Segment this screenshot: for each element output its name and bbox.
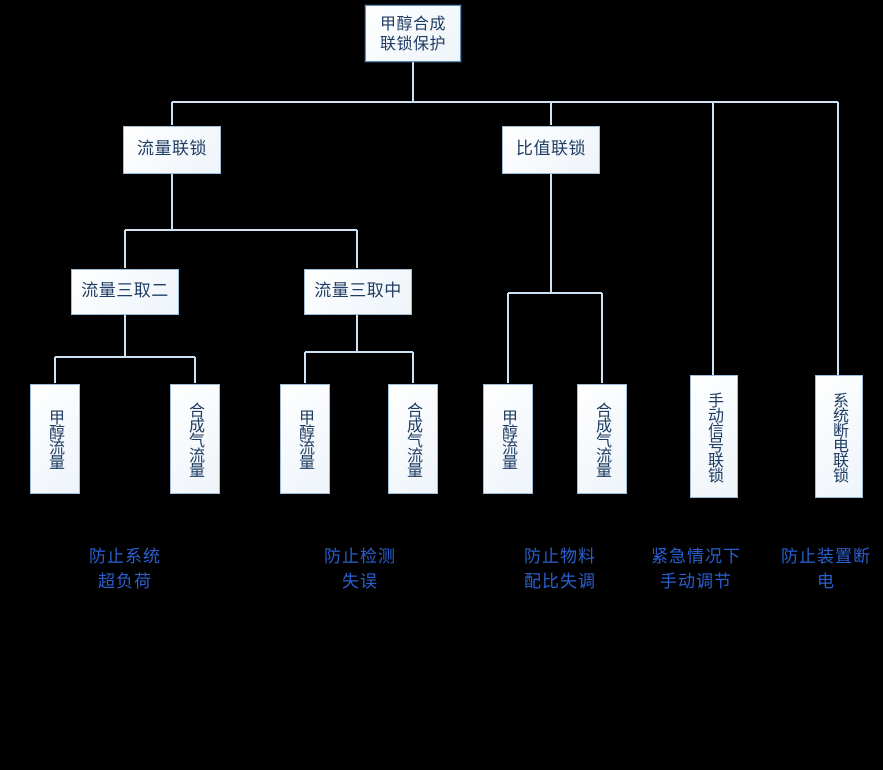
node-leaf-syngas-flow-a-label: 合成气流量 bbox=[186, 401, 205, 477]
node-leaf-methanol-flow-b-label: 甲醇流量 bbox=[296, 409, 315, 469]
node-system-power-off-lock[interactable]: 系统断电联锁 bbox=[815, 375, 863, 498]
caption-prevent-detection-error: 防止检测 失误 bbox=[324, 547, 396, 592]
node-leaf-methanol-flow-c-label: 甲醇流量 bbox=[499, 409, 518, 469]
node-leaf-syngas-flow-c-label: 合成气流量 bbox=[593, 401, 612, 477]
caption-emergency-manual-adjust: 紧急情况下 手动调节 bbox=[651, 547, 741, 592]
node-root[interactable]: 甲醇合成 联锁保护 bbox=[365, 5, 461, 62]
node-flow-2oo3-label: 流量三取二 bbox=[81, 281, 169, 302]
node-system-power-off-lock-label: 系统断电联锁 bbox=[830, 391, 849, 482]
node-root-label: 甲醇合成 联锁保护 bbox=[379, 13, 446, 53]
node-leaf-methanol-flow-a-label: 甲醇流量 bbox=[46, 409, 65, 469]
node-leaf-methanol-flow-b[interactable]: 甲醇流量 bbox=[280, 384, 330, 494]
node-ratio-lock-label: 比值联锁 bbox=[516, 139, 586, 160]
node-flow-lock[interactable]: 流量联锁 bbox=[123, 126, 221, 174]
node-leaf-methanol-flow-a[interactable]: 甲醇流量 bbox=[30, 384, 80, 494]
node-manual-signal-lock-label: 手动信号联锁 bbox=[705, 391, 724, 482]
node-flow-lock-label: 流量联锁 bbox=[137, 139, 207, 160]
caption-prevent-power-loss: 防止装置断 电 bbox=[781, 547, 871, 592]
node-leaf-syngas-flow-b[interactable]: 合成气流量 bbox=[388, 384, 438, 494]
node-flow-mid3-label: 流量三取中 bbox=[314, 281, 402, 302]
node-flow-2oo3[interactable]: 流量三取二 bbox=[71, 269, 179, 315]
node-leaf-syngas-flow-b-label: 合成气流量 bbox=[404, 401, 423, 477]
caption-prevent-ratio-imbalance: 防止物料 配比失调 bbox=[524, 547, 596, 592]
caption-prevent-overload: 防止系统 超负荷 bbox=[89, 547, 161, 592]
node-leaf-syngas-flow-a[interactable]: 合成气流量 bbox=[170, 384, 220, 494]
node-leaf-methanol-flow-c[interactable]: 甲醇流量 bbox=[483, 384, 533, 494]
node-leaf-syngas-flow-c[interactable]: 合成气流量 bbox=[577, 384, 627, 494]
node-manual-signal-lock[interactable]: 手动信号联锁 bbox=[690, 375, 738, 498]
node-flow-mid3[interactable]: 流量三取中 bbox=[304, 269, 412, 315]
node-ratio-lock[interactable]: 比值联锁 bbox=[502, 126, 600, 174]
